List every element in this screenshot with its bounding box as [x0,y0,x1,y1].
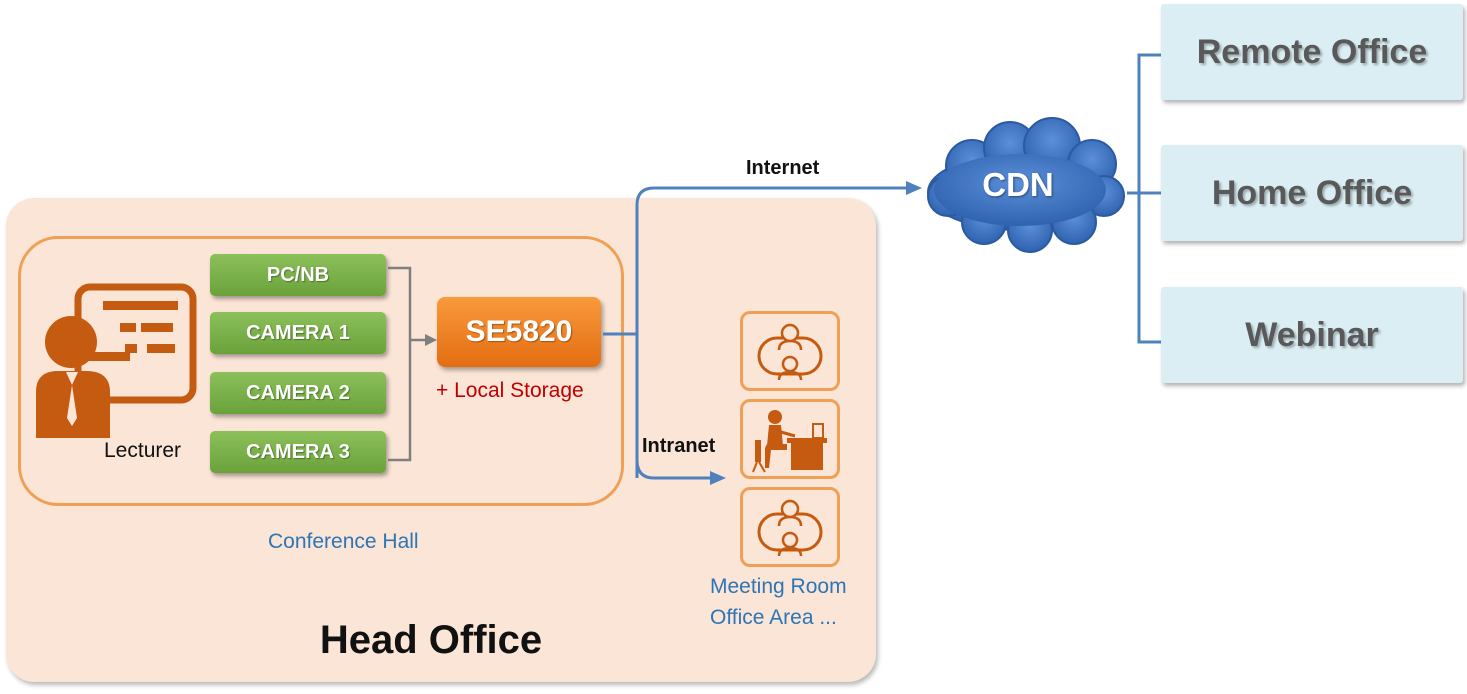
head-office-title: Head Office [319,618,543,662]
se5820-encoder: SE5820 [437,297,601,367]
destination-webinar: Webinar [1161,287,1463,383]
office-desk-box [740,399,840,479]
office-area-label: Office Area ... [710,606,837,629]
conference-hall-label: Conference Hall [268,530,419,553]
lecturer-label: Lecturer [104,439,182,462]
destination-remote-office: Remote Office [1161,4,1463,100]
source-pc-nb: PC/NB [210,254,386,296]
destination-home-office: Home Office [1161,145,1463,241]
meeting-table-icon [757,323,823,381]
source-camera-2: CAMERA 2 [210,372,386,414]
meeting-room-box [740,311,840,391]
local-storage-label: + Local Storage [436,379,584,402]
source-camera-1: CAMERA 1 [210,312,386,354]
intranet-label: Intranet [642,435,716,457]
source-camera-3: CAMERA 3 [210,431,386,473]
meeting-room-box-2 [740,487,840,567]
conference-hall-frame [18,236,624,506]
internet-label: Internet [746,157,820,179]
cdn-label: CDN [982,166,1054,203]
meeting-table-icon [757,499,823,557]
desk-worker-icon [752,410,827,473]
head-office-panel [6,198,876,682]
meeting-room-label: Meeting Room [710,575,847,598]
